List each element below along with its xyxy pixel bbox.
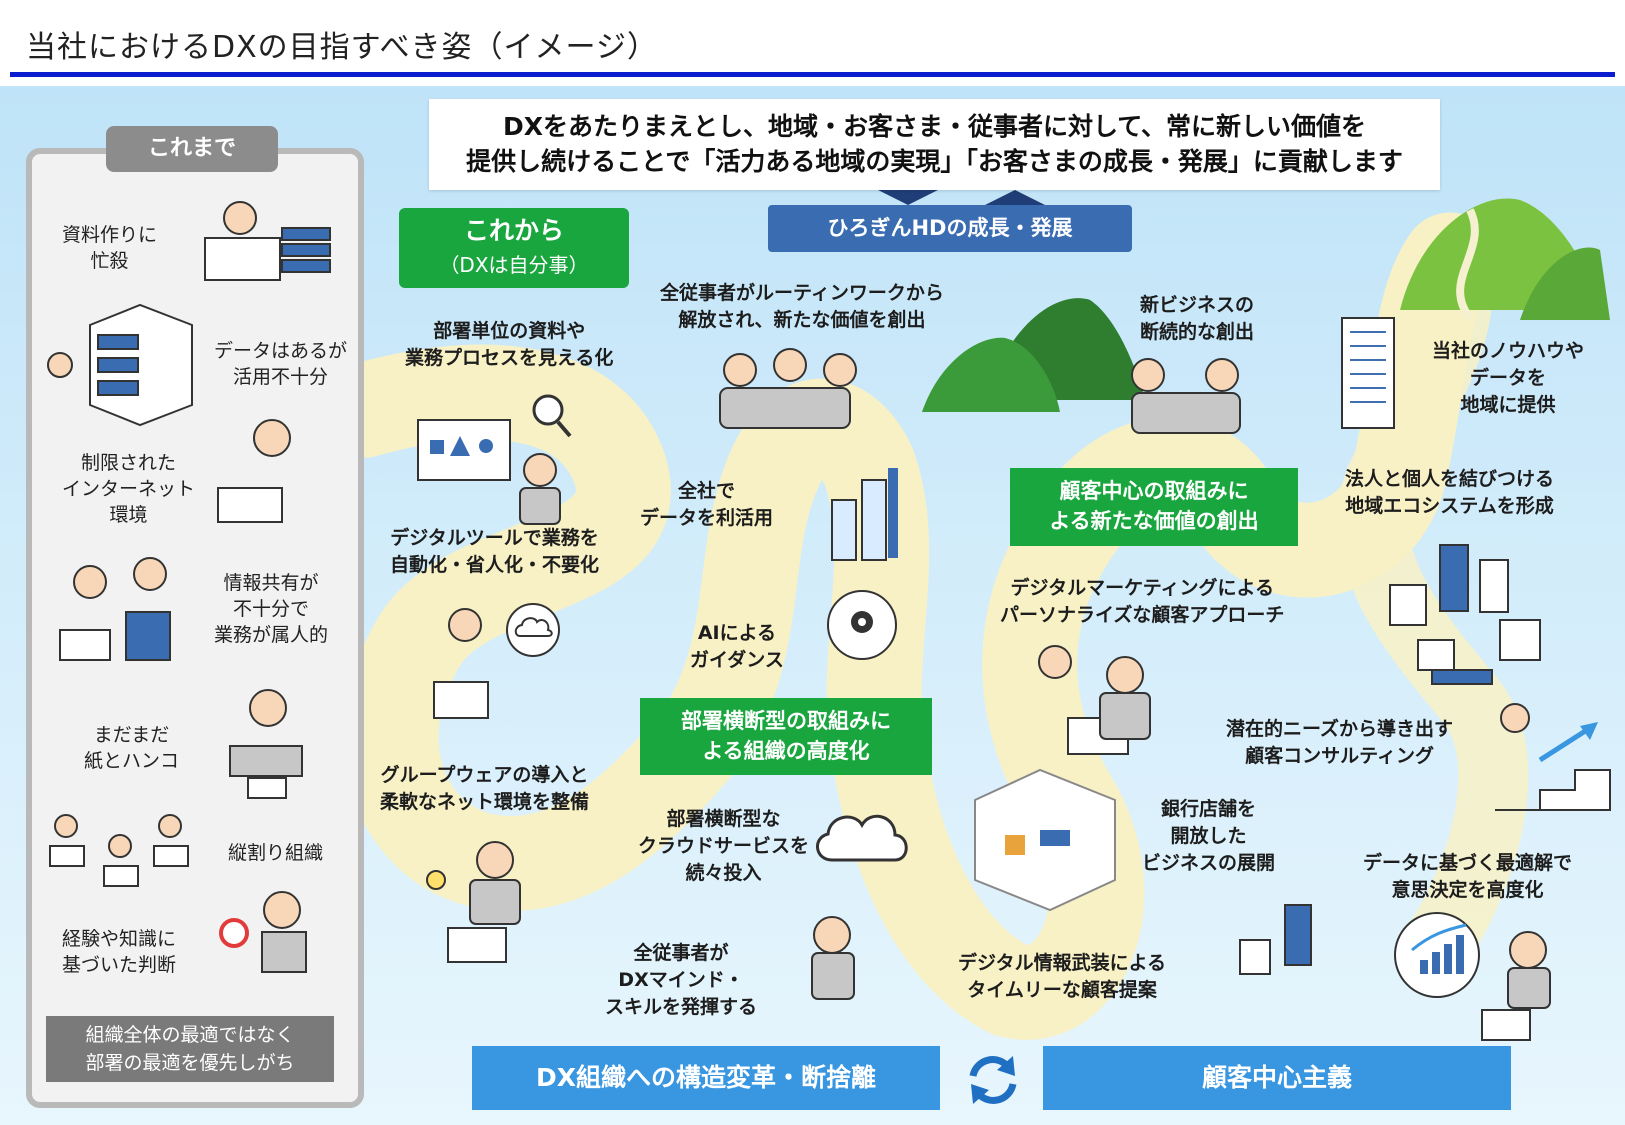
past-header: これまで bbox=[106, 126, 278, 172]
past-item-4: 情報共有が不十分で業務が属人的 bbox=[214, 572, 329, 646]
structural-reform-button[interactable]: DX組織への構造変革・断捨離 bbox=[472, 1046, 940, 1110]
org-item-ai-guidance: AIによるガイダンス bbox=[690, 622, 784, 671]
customer-centric-button[interactable]: 顧客中心主義 bbox=[1043, 1046, 1511, 1110]
org-item-automate: デジタルツールで業務を自動化・省人化・不要化 bbox=[390, 527, 600, 576]
banner-arrow-right bbox=[985, 190, 1045, 205]
banner-arrow-left bbox=[878, 190, 938, 205]
laptop-icon bbox=[433, 681, 489, 719]
hd-growth-box: ひろぎんHDの成長・発展 bbox=[768, 205, 1132, 252]
person-avatar bbox=[223, 201, 257, 235]
past-item-7: 経験や知識に基づいた判断 bbox=[62, 928, 177, 976]
cust-item-consulting: 潜在的ニーズから導き出す顧客コンサルティング bbox=[1226, 718, 1454, 767]
org-item-visualize: 部署単位の資料や業務プロセスを見える化 bbox=[405, 320, 614, 369]
cust-item-provide-data: 当社のノウハウやデータを地域に提供 bbox=[1432, 340, 1585, 416]
winding-path bbox=[317, 344, 1058, 1038]
org-item-routine-free: 全従事者がルーティンワークから解放され、新たな価値を創出 bbox=[660, 282, 944, 331]
hill-icon bbox=[922, 337, 1060, 412]
past-item-1: 資料作りに忙殺 bbox=[62, 224, 158, 272]
cust-item-decision: データに基づく最適解で意思決定を高度化 bbox=[1363, 852, 1573, 901]
past-panel bbox=[26, 148, 364, 1108]
past-item-5: まだまだ紙とハンコ bbox=[84, 724, 180, 772]
future-subtitle: （DXは自分事） bbox=[439, 253, 589, 277]
org-item-data-use: 全社でデータを利活用 bbox=[640, 480, 774, 529]
stairs-growth-icon bbox=[1495, 769, 1611, 811]
future-title-box: これから （DXは自分事） bbox=[399, 208, 629, 288]
past-footer: 組織全体の最適ではなく部署の最適を優先しがち bbox=[46, 1016, 334, 1082]
cross-dept-box: 部署横断型の取組みによる組織の高度化 bbox=[640, 698, 932, 775]
past-item-2: データはあるが活用不十分 bbox=[214, 340, 348, 388]
mission-line-2: 提供し続けることで「活力ある地域の実現」「お客さまの成長・発展」に貢献します bbox=[466, 147, 1403, 176]
data-buildings-icon bbox=[1239, 904, 1312, 975]
cust-item-marketing: デジタルマーケティングによるパーソナライズな顧客アプローチ bbox=[1000, 577, 1285, 626]
lightbulb-icon bbox=[426, 870, 446, 890]
data-bars-icon bbox=[831, 499, 857, 561]
mission-banner: DXをあたりまえとし、地域・お客さま・従事者に対して、常に新しい価値を 提供し続… bbox=[429, 99, 1440, 190]
person-avatar bbox=[523, 453, 557, 487]
hill-small-icon bbox=[1520, 247, 1610, 320]
org-item-groupware: グループウェアの導入と柔軟なネット環境を整備 bbox=[380, 764, 590, 813]
future-title: これから bbox=[463, 216, 564, 245]
cust-item-timely: デジタル情報武装によるタイムリーな顧客提案 bbox=[958, 952, 1167, 1001]
mission-line-1: DXをあたりまえとし、地域・お客さま・従事者に対して、常に新しい価値を bbox=[502, 112, 1367, 141]
past-item-3: 制限されたインターネット環境 bbox=[62, 452, 196, 526]
cloud-icon bbox=[816, 814, 908, 862]
title-rule bbox=[10, 72, 1615, 77]
page-title: 当社におけるDXの目指すべき姿（イメージ） bbox=[26, 30, 658, 65]
org-item-cloud: 部署横断型なクラウドサービスを続々投入 bbox=[638, 808, 810, 884]
past-item-6: 縦割り組織 bbox=[228, 842, 324, 864]
cust-item-ecosystem: 法人と個人を結びつける地域エコシステムを形成 bbox=[1345, 468, 1555, 517]
approval-sign-icon bbox=[219, 918, 249, 948]
magnifier-icon bbox=[532, 394, 564, 426]
city-ecosystem-icon bbox=[1389, 544, 1541, 685]
cycle-arrows-icon bbox=[969, 1056, 1017, 1104]
customer-value-box: 顧客中心の取組みによる新たな価値の創出 bbox=[1010, 468, 1298, 546]
cust-item-branch: 銀行店舗を開放したビジネスの展開 bbox=[1142, 798, 1276, 874]
hill-road bbox=[1456, 208, 1479, 321]
cust-item-new-business: 新ビジネスの断続的な創出 bbox=[1140, 294, 1255, 343]
